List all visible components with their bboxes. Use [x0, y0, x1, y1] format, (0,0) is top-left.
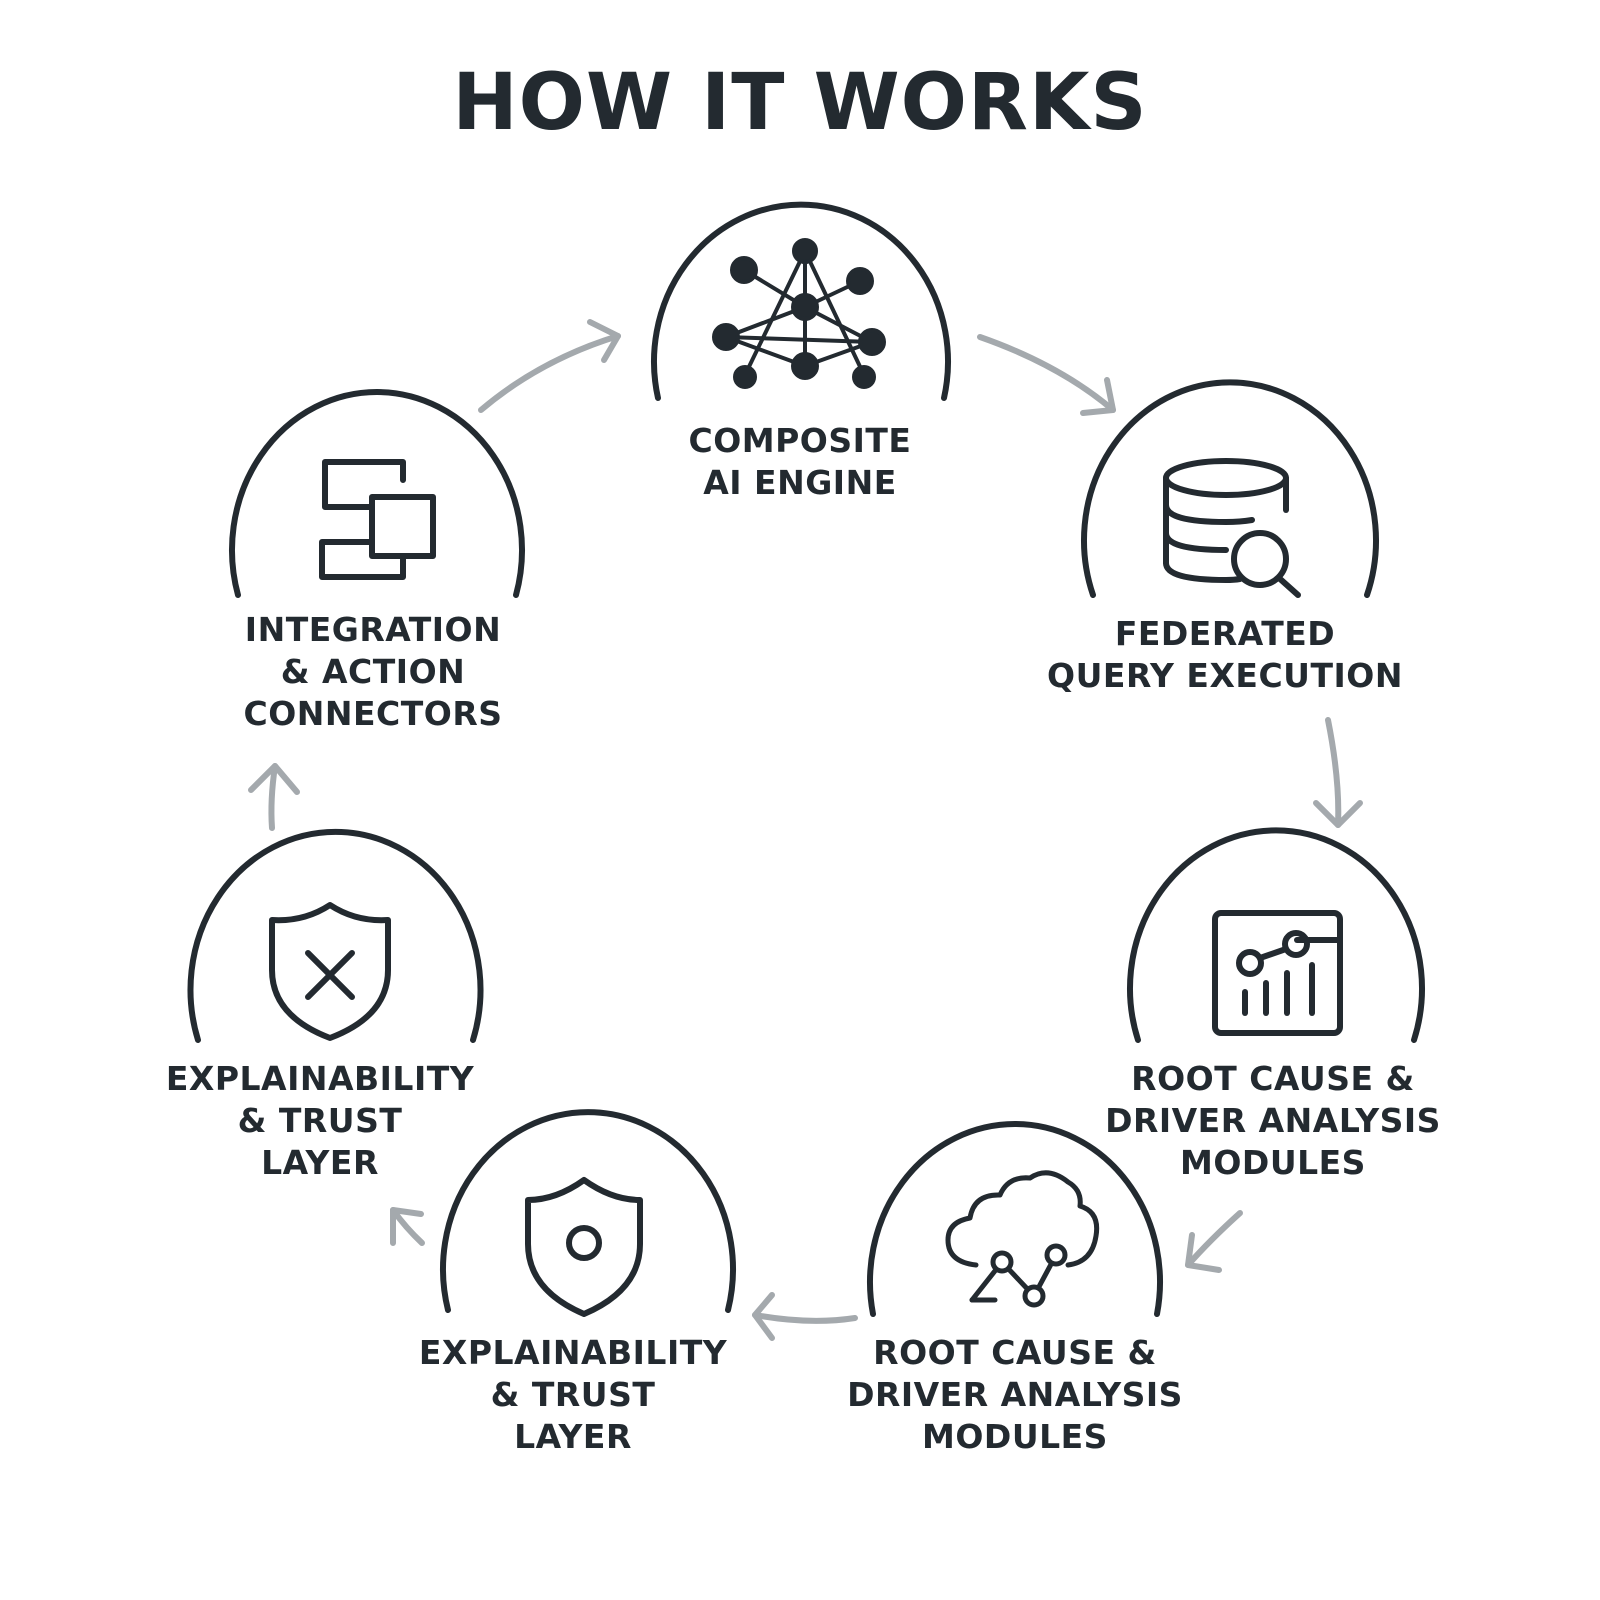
arrow-connectors-to-engine — [478, 319, 621, 413]
step-label-federated-query: FEDERATED QUERY EXECUTION — [1047, 614, 1403, 695]
step-integration-connectors — [229, 389, 525, 598]
flow-arrows — [248, 319, 1363, 1341]
step-explainability-upper — [187, 828, 484, 1043]
step-label-root-cause-upper: ROOT CAUSE & DRIVER ANALYSIS MODULES — [1105, 1059, 1441, 1182]
step-arc — [867, 1121, 1163, 1317]
shield-check-icon — [525, 1177, 643, 1317]
step-label-explainability-upper: EXPLAINABILITY & TRUST LAYER — [165, 1059, 475, 1182]
database-search-icon — [1163, 458, 1301, 598]
arrow-cloud-to-shield — [752, 1292, 858, 1341]
step-arc — [1081, 379, 1379, 598]
connector-blocks-icon — [319, 459, 436, 580]
cloud-analytics-icon — [945, 1170, 1100, 1308]
step-composite-ai-engine — [651, 201, 951, 401]
page-title: HOW IT WORKS — [452, 58, 1148, 148]
step-arc — [440, 1109, 736, 1313]
step-explainability-lower — [440, 1109, 736, 1317]
step-label-integration-connectors: INTEGRATION & ACTION CONNECTORS — [243, 610, 503, 733]
arrow-explain-to-connectors — [248, 763, 300, 831]
step-federated-query — [1081, 379, 1379, 598]
step-root-cause-lower — [867, 1121, 1163, 1317]
step-arc — [187, 828, 484, 1043]
analytics-dashboard-icon — [1212, 910, 1343, 1036]
step-root-cause-upper — [1127, 827, 1425, 1043]
step-label-composite-ai-engine: COMPOSITE AI ENGINE — [688, 421, 912, 502]
step-label-explainability-lower: EXPLAINABILITY & TRUST LAYER — [418, 1333, 728, 1456]
arrow-rootcause-to-cloud — [1185, 1210, 1243, 1273]
network-graph-icon — [712, 238, 886, 389]
step-arc — [1127, 827, 1425, 1043]
step-arc — [229, 389, 525, 598]
shield-x-icon — [269, 902, 391, 1041]
arrow-shield-to-explain — [390, 1207, 425, 1246]
arrow-query-to-rootcause — [1313, 717, 1363, 828]
step-label-root-cause-lower: ROOT CAUSE & DRIVER ANALYSIS MODULES — [847, 1333, 1183, 1456]
arrow-engine-to-query — [977, 334, 1116, 416]
step-arc — [651, 201, 951, 401]
